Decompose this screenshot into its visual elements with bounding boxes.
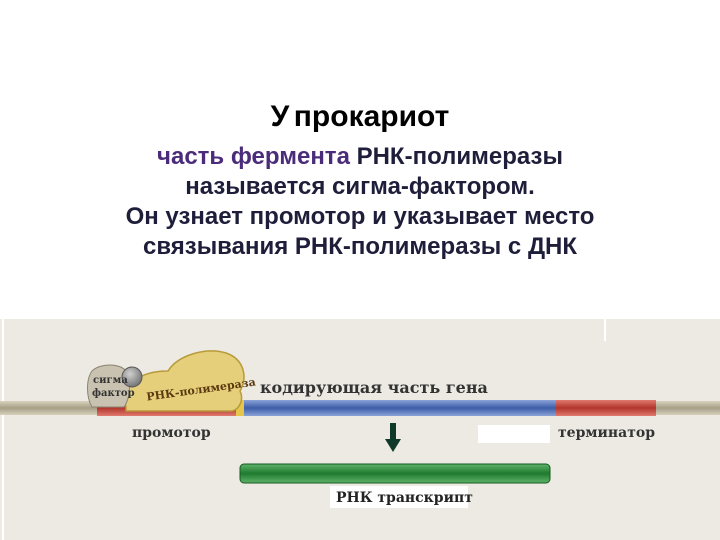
title-accent: прокариот — [293, 100, 450, 133]
slide-body: часть фермента РНК-полимеразы называется… — [0, 142, 720, 262]
sigma-factor-shape — [87, 364, 131, 408]
transcript-label: РНК транскрипт — [336, 490, 473, 506]
transcription-diagram: РНК-полимераза сигма фактор кодирующая ч… — [0, 319, 720, 540]
slide-title: У прокариот — [0, 100, 720, 134]
body-line-1b: РНК-полимеразы — [356, 143, 563, 170]
coding-label: кодирующая часть гена — [260, 378, 488, 397]
label-backdrop — [478, 425, 550, 443]
body-line-2: называется сигма-фактором. — [185, 173, 535, 200]
arrow-down-icon — [385, 439, 401, 452]
rna-polymerase-shape — [124, 350, 245, 412]
body-line-1a: часть фермента — [157, 143, 350, 170]
start-marker — [236, 400, 244, 416]
rna-transcript-bar — [239, 463, 551, 484]
title-lead: У — [270, 100, 290, 133]
sigma-label-2: фактор — [92, 388, 135, 399]
diagram-panel: РНК-полимераза сигма фактор кодирующая ч… — [0, 319, 720, 540]
sigma-label-1: сигма — [93, 375, 128, 386]
transcript-label-bg — [330, 486, 468, 508]
promoter-label: промотор — [132, 425, 211, 441]
body-line-1: часть фермента РНК-полимеразы — [0, 142, 720, 172]
arrow-shaft — [390, 423, 396, 441]
sigma-knob — [121, 366, 143, 388]
terminator-segment — [556, 400, 656, 416]
terminator-label: терминатор — [558, 425, 655, 441]
body-line-4: связывания РНК-полимеразы с ДНК — [142, 233, 578, 260]
coding-segment — [244, 400, 556, 416]
body-line-3: Он узнает промотор и указывает место — [125, 203, 595, 230]
